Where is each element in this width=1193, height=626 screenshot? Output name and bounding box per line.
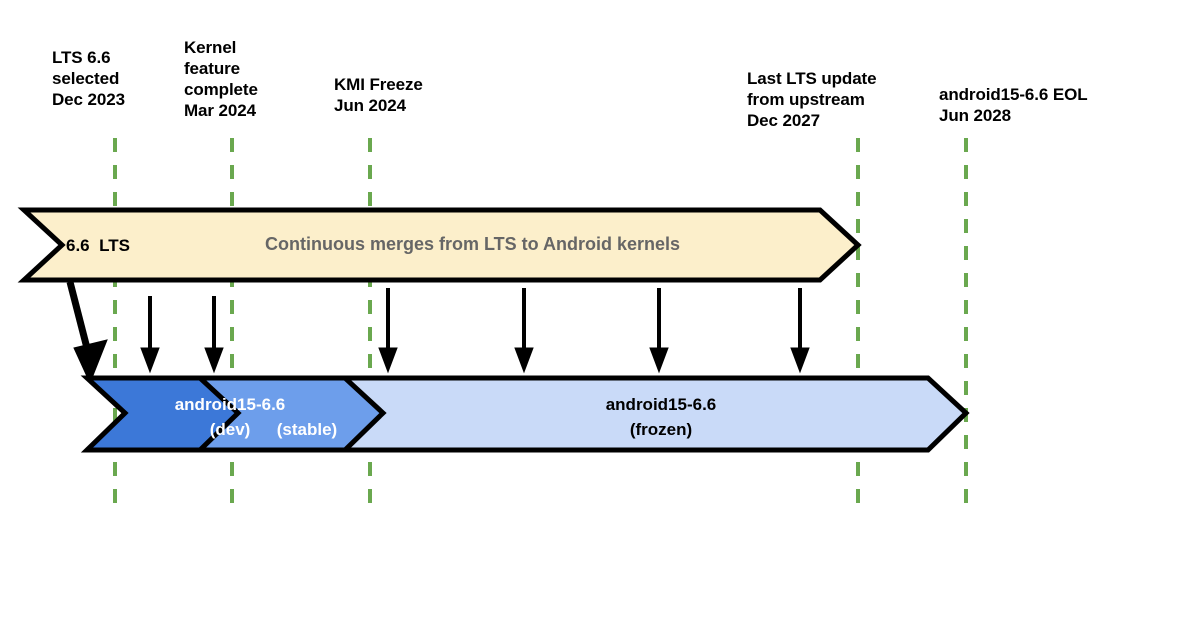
merge-arrow [378,288,398,374]
lts-bar-note: Continuous merges from LTS to Android ke… [265,234,681,254]
milestone-label-kmi-freeze: KMI Freeze Jun 2024 [334,75,423,115]
android-segment-dev-label: android15-6.6 (dev) [174,395,286,439]
lts-bar-tag: 6.6 LTS [66,236,130,255]
merge-arrow [514,288,534,374]
merge-arrow-primary [66,281,108,385]
android-segment-frozen-label: android15-6.6 (frozen) [605,395,717,439]
merge-arrow [790,288,810,374]
merge-arrow [140,296,160,374]
android-segment-dev [80,375,242,453]
milestone-label-kernel-feature-complete: Kernel feature complete Mar 2024 [184,38,258,120]
milestone-label-last-lts-update: Last LTS update from upstream Dec 2027 [747,69,877,130]
milestone-lines [113,138,968,512]
lts-bar-shape [17,207,862,283]
merge-arrow [204,296,224,374]
merge-arrow [649,288,669,374]
merge-arrows [66,281,810,385]
milestone-label-lts-selected: LTS 6.6 selected Dec 2023 [52,48,125,109]
milestone-label-android15-eol: android15-6.6 EOL Jun 2028 [939,85,1088,125]
android-segment-stable-label: (stable) [276,420,338,439]
